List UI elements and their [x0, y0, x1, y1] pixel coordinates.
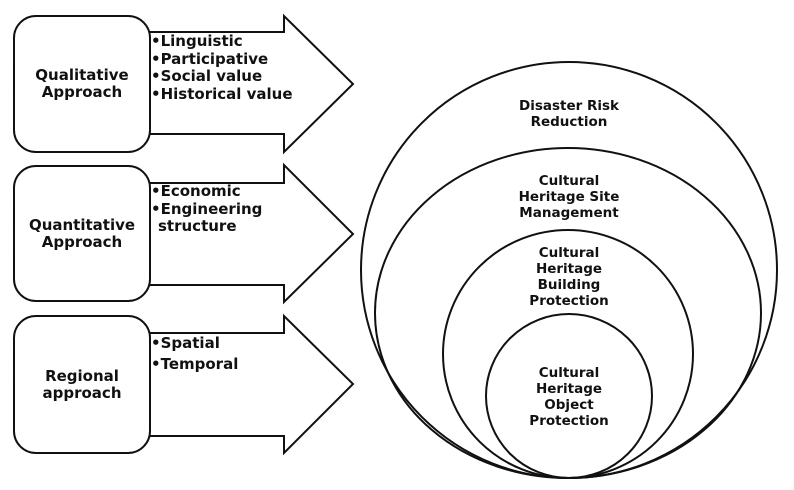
label-line: Building — [537, 277, 601, 293]
bullet-item: •Spatial — [151, 334, 220, 352]
label-line: Management — [519, 205, 619, 221]
label-line: Approach — [41, 232, 123, 251]
bullet-item: •Engineering — [151, 199, 263, 218]
box-quantitative — [13, 165, 151, 302]
label-line: Disaster Risk — [518, 98, 620, 114]
label-line: Cultural — [538, 365, 600, 381]
building-protection-label: Cultural Heritage Building Protection — [529, 245, 608, 309]
bullet-icon: • — [151, 49, 161, 68]
bullet-icon: • — [151, 199, 161, 218]
bullet-icon: • — [151, 32, 161, 50]
label-line: Heritage Site — [518, 189, 620, 205]
label-line: Heritage — [535, 381, 603, 397]
label-line: Quantitative — [28, 215, 136, 234]
site-management-label: Cultural Heritage Site Management — [519, 173, 620, 221]
bullet-icon: • — [151, 84, 161, 103]
regional-bullets: •Spatial •Temporal — [151, 333, 238, 375]
qualitative-approach-label: Qualitative Approach — [14, 16, 150, 152]
arrow-quantitative — [147, 162, 355, 305]
qualitative-bullets: •Linguistic •Participative •Social value… — [151, 32, 293, 103]
label-line: Approach — [41, 83, 123, 101]
bullet-item: •Economic — [151, 182, 241, 200]
label-line: Cultural — [538, 173, 600, 189]
label-line: Cultural — [538, 245, 600, 261]
arrow-regional — [147, 313, 355, 456]
bullet-icon: • — [151, 67, 161, 85]
bullet-item: •Participative — [151, 49, 269, 68]
label-line: approach — [42, 383, 122, 402]
label-line: Protection — [529, 293, 609, 309]
arrow-qualitative — [147, 13, 355, 155]
label-line: Protection — [529, 413, 609, 429]
label-line: Heritage — [535, 261, 603, 277]
object-protection-label: Cultural Heritage Object Protection — [529, 365, 608, 429]
bullet-icon: • — [151, 355, 161, 373]
bullet-item-continuation: structure — [158, 217, 237, 235]
regional-approach-label: Regional approach — [14, 316, 150, 453]
quantitative-bullets: •Economic •Engineering structure — [151, 182, 263, 236]
disaster-risk-reduction-label: Disaster Risk Reduction — [519, 98, 619, 130]
circle-object-protection — [485, 313, 653, 479]
quantitative-approach-label: Quantitative Approach — [14, 166, 150, 301]
box-qualitative — [13, 15, 151, 153]
bullet-item: •Temporal — [151, 355, 239, 373]
bullet-item: •Social value — [151, 67, 263, 85]
bullet-icon: • — [151, 334, 161, 352]
label-line: Regional — [45, 366, 119, 385]
label-line: Reduction — [530, 114, 608, 130]
label-line: Qualitative — [35, 66, 129, 84]
label-line: Object — [544, 397, 594, 413]
bullet-item: •Historical value — [151, 84, 293, 103]
bullet-icon: • — [151, 182, 161, 200]
box-regional — [13, 315, 151, 454]
bullet-item: •Linguistic — [151, 32, 243, 50]
